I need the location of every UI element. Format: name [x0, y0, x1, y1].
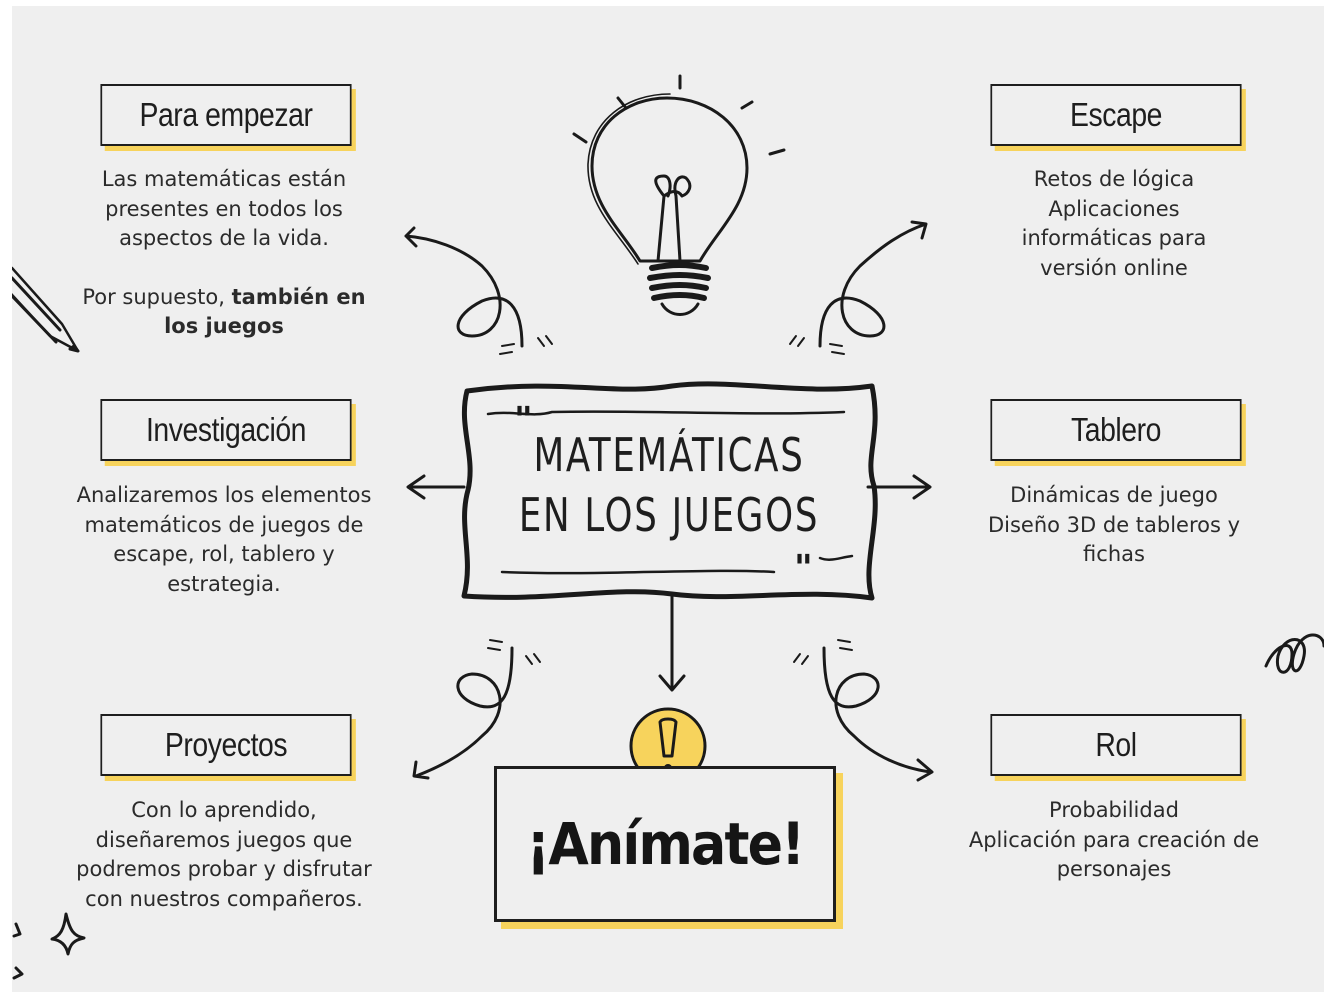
mind-map-canvas: " " MATEMÁTICAS EN LOS JUEGOS Para empez… [12, 6, 1324, 992]
tablero-line-1: Dinámicas de juego [1010, 483, 1218, 507]
rol-line-1: Probabilidad [1049, 798, 1179, 822]
title-line-1: MATEMÁTICAS [533, 428, 805, 482]
animate-box: ¡Anímate! [494, 766, 836, 922]
card-title-investigacion: Investigación [100, 399, 352, 461]
card-text-tablero: Dinámicas de juego Diseño 3D de tableros… [960, 481, 1268, 570]
card-text-proyectos: Con lo aprendido, diseñaremos juegos que… [76, 798, 372, 911]
loop-doodle-icon [1264, 633, 1324, 674]
card-title-para-empezar: Para empezar [100, 84, 352, 146]
animate-label: ¡Anímate! [526, 810, 806, 878]
para-empezar-paragraph-1: Las matemáticas están presentes en todos… [101, 167, 347, 250]
doodle-layer: " " [12, 74, 1324, 980]
title-frame [461, 381, 878, 601]
svg-text:": " [514, 400, 533, 441]
para-empezar-paragraph-2-bold: también en los juegos [164, 284, 366, 339]
sparkle-star-icon [12, 912, 86, 980]
escape-line-1: Retos de lógica [1033, 167, 1195, 191]
tablero-line-2: Diseño 3D de tableros y fichas [987, 512, 1241, 567]
escape-line-2: Aplicaciones informáticas para versión o… [1021, 196, 1207, 280]
para-empezar-paragraph-2-prefix: Por supuesto, [82, 284, 232, 309]
lightbulb-icon [572, 74, 786, 316]
svg-text:": " [794, 548, 813, 589]
para-empezar-paragraph-2: Por supuesto, también en los juegos [68, 283, 380, 342]
rol-line-2: Aplicación para creación de personajes [968, 827, 1260, 882]
card-text-rol: Probabilidad Aplicación para creación de… [952, 796, 1276, 885]
central-title: MATEMÁTICAS EN LOS JUEGOS [464, 416, 874, 566]
card-text-escape: Retos de lógica Aplicaciones informática… [972, 165, 1256, 283]
card-title-rol: Rol [990, 714, 1242, 776]
title-line-2: EN LOS JUEGOS [518, 488, 820, 542]
card-text-para-empezar: Las matemáticas están presentes en todos… [68, 165, 380, 342]
card-title-tablero: Tablero [990, 399, 1242, 461]
card-title-escape: Escape [990, 84, 1242, 146]
card-title-proyectos: Proyectos [100, 714, 352, 776]
card-text-investigacion: Analizaremos los elementos matemáticos d… [76, 483, 372, 596]
pencil-icon [12, 266, 80, 353]
